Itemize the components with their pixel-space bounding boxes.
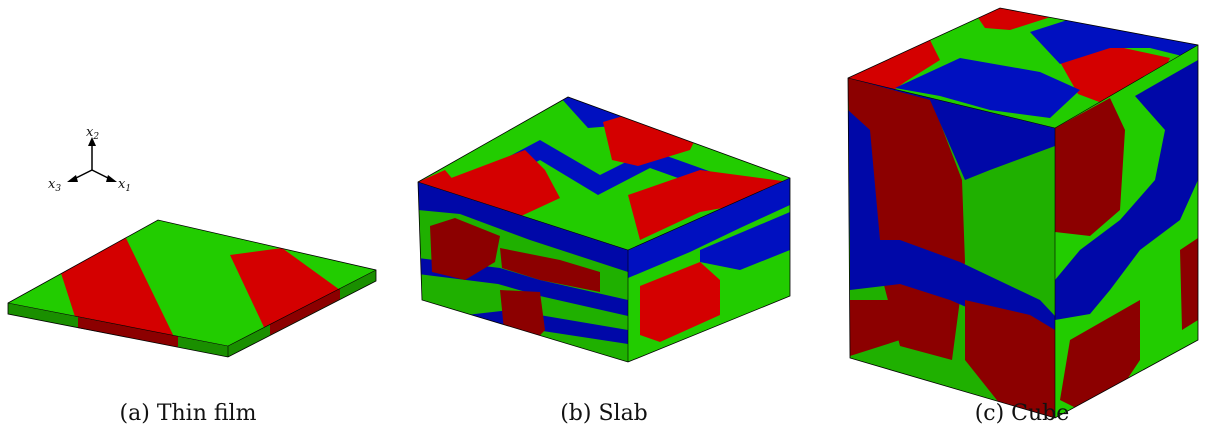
caption-cube: (c) Cube [975, 401, 1070, 426]
cube-top-red-domain-2 [970, 8, 1060, 30]
cube-front-blue-band-1 [848, 78, 1055, 180]
film-red-domain-1 [60, 236, 178, 345]
cube-outline [847, 7, 1199, 419]
cube-front-blue-band-3 [850, 240, 1055, 330]
caption-slab: (b) Slab [560, 401, 648, 426]
slab-model [417, 96, 791, 363]
cube-front-blue-band-2 [848, 110, 880, 250]
cube-front-red-domain-2 [965, 300, 1055, 418]
slab-top-red-domain-3 [628, 170, 790, 240]
slab-front-blue-band-1 [418, 182, 628, 272]
film-outline [7, 219, 377, 358]
x1-label: x1 [118, 177, 131, 194]
x3-label: x3 [48, 177, 61, 194]
x3-axis-arrow [73, 169, 93, 180]
x1-arrowhead [106, 175, 117, 182]
cube-top-red-domain-3 [1060, 45, 1170, 106]
x2-label: x2 [86, 125, 99, 142]
cube-top-blue-band-1 [1030, 16, 1198, 64]
slab-outline [417, 96, 791, 363]
film-red-domain-2 [230, 248, 340, 340]
film-right-red-band [270, 288, 340, 335]
slab-right-blue-band-1 [628, 178, 790, 278]
film-front-red-band-1 [78, 317, 178, 347]
axis-triad: x2 x1 x3 [48, 125, 131, 194]
caption-thin-film: (a) Thin film [120, 401, 257, 426]
cube-right-red-domain-1 [1055, 98, 1125, 236]
cube-right-blue-band-1 [1055, 60, 1198, 320]
x2-arrowhead [88, 137, 96, 146]
cube-model [847, 7, 1199, 419]
cube-front-red-domain-3 [850, 300, 900, 356]
x1-axis-arrow [91, 169, 111, 180]
slab-front-red-domain-1 [430, 218, 500, 280]
slab-front-red-domain-3 [500, 290, 545, 346]
x3-arrowhead [67, 175, 78, 182]
cube-right-red-domain-3 [1180, 238, 1198, 330]
slab-front-red-domain-2 [500, 248, 600, 292]
thin-film-model [7, 219, 377, 358]
slab-right-blue-band-2 [700, 212, 790, 270]
cube-top-blue-band-2 [895, 58, 1080, 118]
slab-right-red-domain-1 [640, 262, 720, 342]
